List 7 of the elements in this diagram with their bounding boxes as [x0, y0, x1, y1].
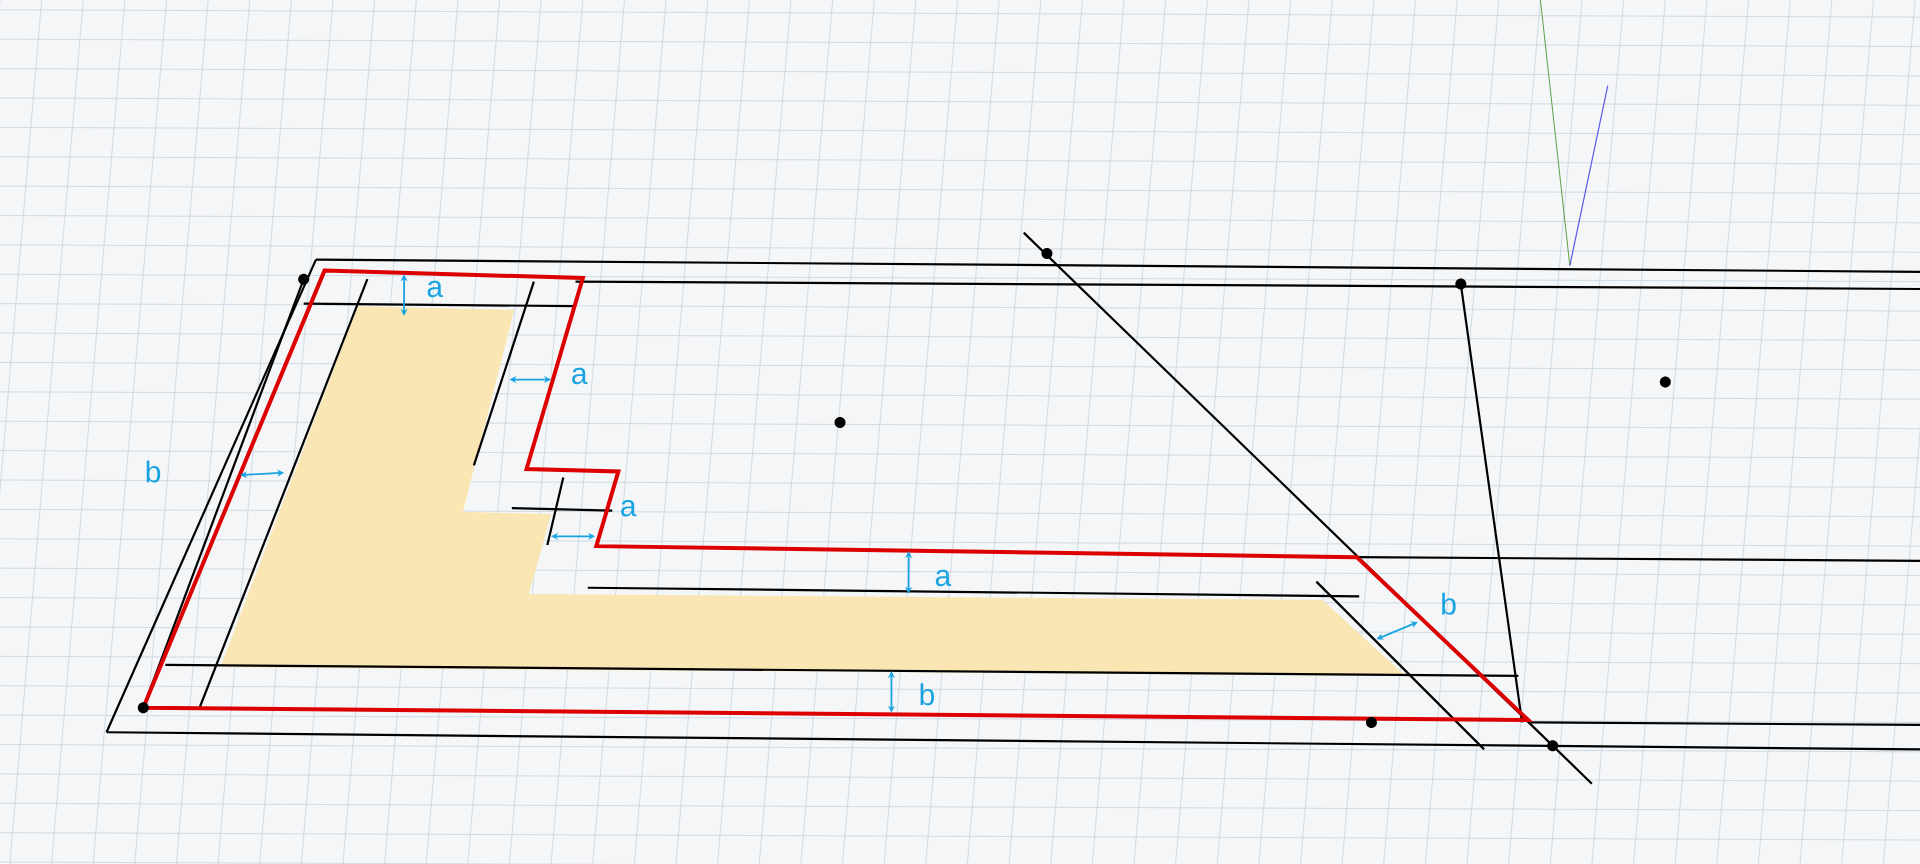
dimension-label: a	[621, 499, 637, 517]
dimension-label: a	[572, 367, 588, 384]
dimension-label: a	[935, 569, 952, 586]
dimension-label: b	[920, 683, 935, 706]
dimension-label: b	[1442, 592, 1456, 615]
dimension-label: a	[427, 280, 444, 297]
dimension-label: b	[146, 460, 161, 483]
